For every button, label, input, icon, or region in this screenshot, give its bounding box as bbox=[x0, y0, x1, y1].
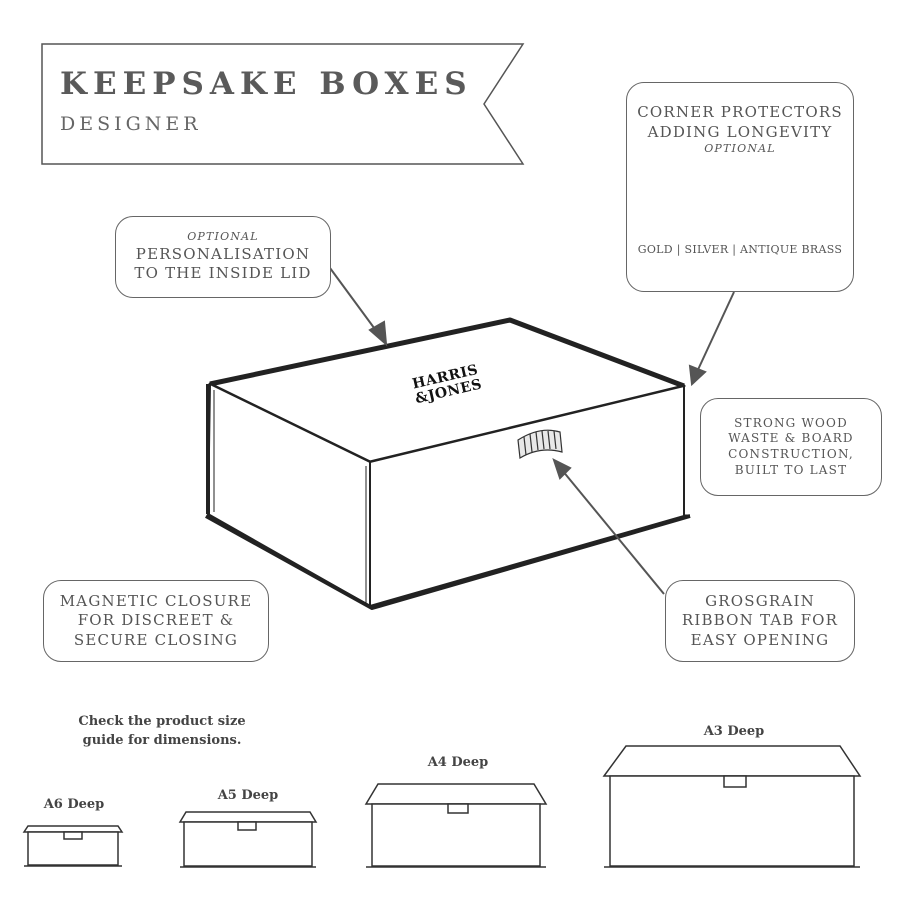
magnetic-closure-callout: MAGNETIC CLOSURE FOR DISCREET & SECURE C… bbox=[43, 580, 269, 662]
grosgrain-line2: RIBBON TAB FOR bbox=[681, 611, 839, 630]
box-lid-back-edge bbox=[209, 317, 685, 389]
personalisation-optional: OPTIONAL bbox=[187, 230, 259, 244]
corner-optional: OPTIONAL bbox=[704, 142, 776, 155]
personalisation-line2: TO THE INSIDE LID bbox=[134, 264, 312, 283]
size-box-a3 bbox=[602, 745, 862, 868]
size-box-a5 bbox=[178, 811, 318, 868]
box-base-edge bbox=[205, 514, 691, 610]
grosgrain-line1: GROSGRAIN bbox=[705, 591, 815, 610]
size-label-a5: A5 Deep bbox=[217, 788, 279, 803]
keepsake-box-illustration bbox=[205, 317, 691, 610]
size-label-a6: A6 Deep bbox=[43, 797, 105, 812]
size-note-line1: Check the product size bbox=[78, 714, 246, 729]
size-label-a3: A3 Deep bbox=[703, 724, 765, 739]
size-box-a4 bbox=[364, 783, 548, 868]
wood-line2: WASTE & BOARD bbox=[728, 431, 854, 446]
size-note-line2: guide for dimensions. bbox=[82, 732, 242, 748]
size-label-a4: A4 Deep bbox=[427, 755, 489, 770]
grosgrain-ribbon-tab bbox=[517, 429, 563, 459]
banner-title: KEEPSAKE BOXES bbox=[60, 66, 473, 102]
wood-line3: CONSTRUCTION, bbox=[728, 447, 854, 461]
callout-arrows bbox=[329, 267, 735, 595]
banner-subtitle: DESIGNER bbox=[60, 113, 202, 135]
wood-line1: STRONG WOOD bbox=[734, 415, 848, 430]
magnetic-line2: FOR DISCREET & bbox=[77, 611, 235, 630]
corner-finishes: GOLD | SILVER | ANTIQUE BRASS bbox=[637, 243, 843, 256]
corner-line2: ADDING LONGEVITY bbox=[647, 122, 833, 141]
grosgrain-callout: GROSGRAIN RIBBON TAB FOR EASY OPENING bbox=[665, 580, 855, 662]
corner-protectors-callout: CORNER PROTECTORS ADDING LONGEVITY OPTIO… bbox=[626, 82, 854, 292]
wood-line4: BUILT TO LAST bbox=[734, 462, 848, 477]
size-box-a6 bbox=[22, 825, 124, 867]
wood-construction-callout: STRONG WOOD WASTE & BOARD CONSTRUCTION, … bbox=[700, 398, 882, 496]
magnetic-line1: MAGNETIC CLOSURE bbox=[59, 591, 253, 610]
magnetic-line3: SECURE CLOSING bbox=[73, 630, 239, 649]
grosgrain-line3: EASY OPENING bbox=[690, 630, 830, 649]
personalisation-line1: PERSONALISATION bbox=[135, 244, 311, 263]
personalisation-callout: OPTIONAL PERSONALISATION TO THE INSIDE L… bbox=[115, 216, 331, 298]
size-guide-note: Check the product size guide for dimensi… bbox=[62, 713, 262, 751]
banner-ribbon bbox=[41, 43, 525, 165]
corner-line1: CORNER PROTECTORS bbox=[637, 103, 843, 121]
